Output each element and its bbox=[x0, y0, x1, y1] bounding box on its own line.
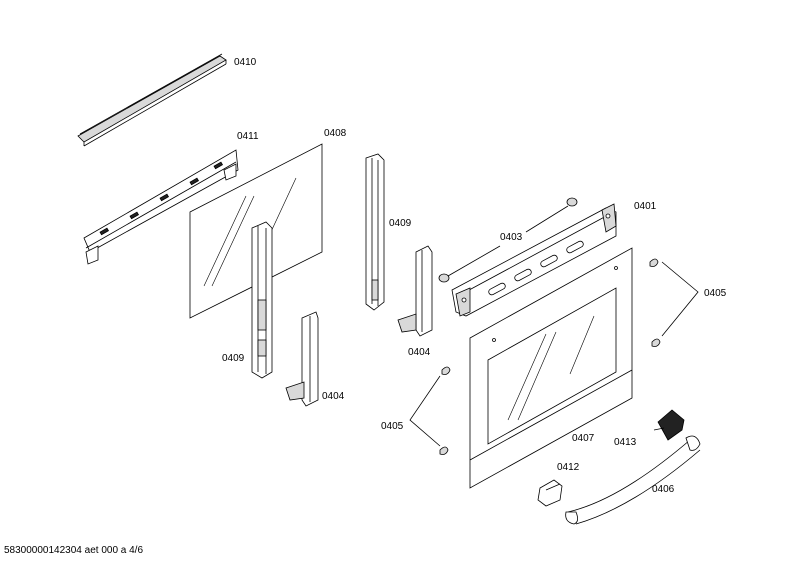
label-0404-left: 0404 bbox=[322, 391, 345, 402]
part-0413-end-cap bbox=[653, 409, 685, 441]
label-0413: 0413 bbox=[614, 437, 637, 448]
label-0410: 0410 bbox=[234, 57, 257, 68]
label-0401: 0401 bbox=[634, 201, 657, 212]
part-0405-clips-right bbox=[649, 258, 699, 347]
part-0403-screws bbox=[438, 197, 578, 283]
part-0405-clips-left bbox=[409, 366, 451, 455]
label-0408: 0408 bbox=[324, 128, 347, 139]
part-0412-small-cap bbox=[537, 479, 563, 507]
label-0409-right: 0409 bbox=[389, 218, 412, 229]
part-0406-door-handle bbox=[565, 435, 701, 525]
label-0411: 0411 bbox=[237, 131, 259, 142]
part-0409-side-profile-right bbox=[365, 153, 385, 311]
label-0407: 0407 bbox=[572, 433, 595, 444]
document-reference-footer: 58300000142304 aet 000 a 4/6 bbox=[4, 545, 144, 556]
label-0405-right: 0405 bbox=[704, 288, 727, 299]
part-0401-hinge-rail bbox=[451, 203, 617, 317]
part-0411-bracket-rail bbox=[83, 149, 239, 265]
label-0412: 0412 bbox=[557, 462, 580, 473]
label-0409-left: 0409 bbox=[222, 353, 245, 364]
label-0406: 0406 bbox=[652, 484, 675, 495]
part-0407-outer-door-glass bbox=[469, 247, 633, 489]
label-0404-right: 0404 bbox=[408, 347, 431, 358]
part-0409-side-profile-left bbox=[251, 221, 273, 379]
label-0403: 0403 bbox=[500, 232, 523, 243]
part-0410-trim-strip bbox=[77, 53, 227, 147]
label-0405-left: 0405 bbox=[381, 421, 404, 432]
part-0404-hinge-right bbox=[397, 245, 433, 337]
part-0404-hinge-left bbox=[285, 311, 319, 407]
